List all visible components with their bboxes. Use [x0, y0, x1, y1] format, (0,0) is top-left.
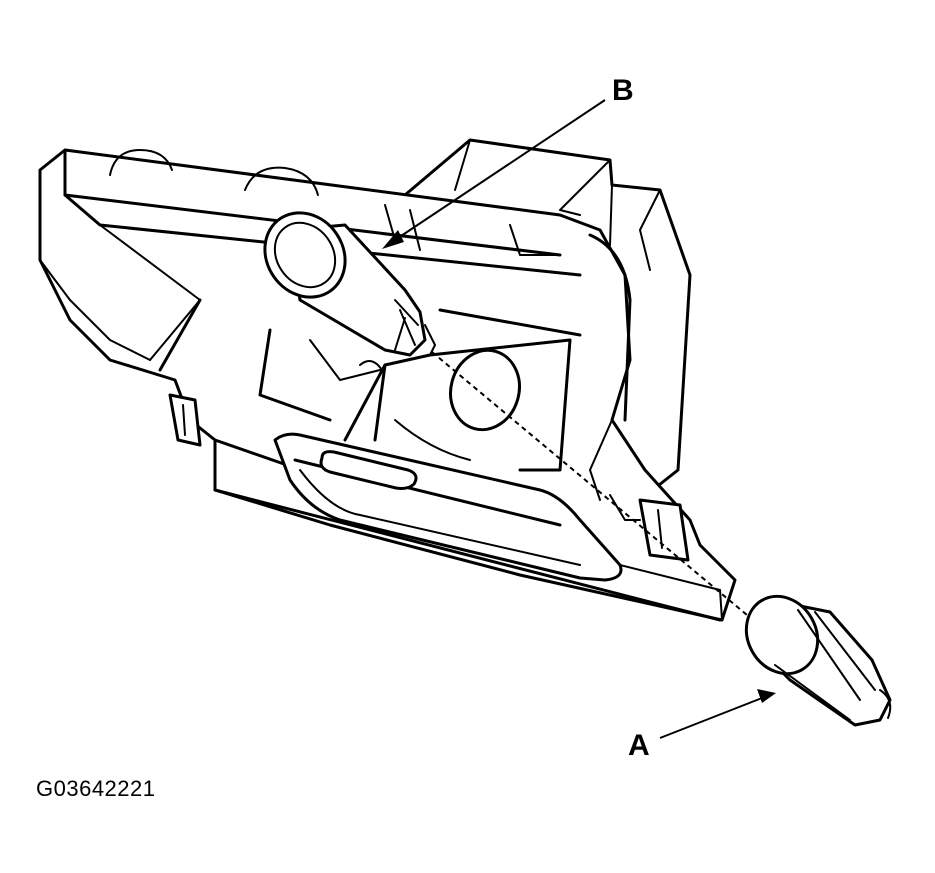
- bulb: [744, 594, 892, 727]
- callout-label-b: B: [612, 74, 634, 107]
- lid-handle: [273, 432, 623, 582]
- interior-walls: [158, 298, 582, 472]
- callout-label-a: A: [628, 729, 650, 762]
- bulb-socket: [263, 211, 436, 357]
- figure-id: G03642221: [36, 776, 156, 801]
- latch-tabs: [168, 393, 690, 562]
- callout-b-leader: [382, 99, 606, 249]
- callout-a-leader: [659, 689, 776, 739]
- installation-path: [431, 351, 766, 631]
